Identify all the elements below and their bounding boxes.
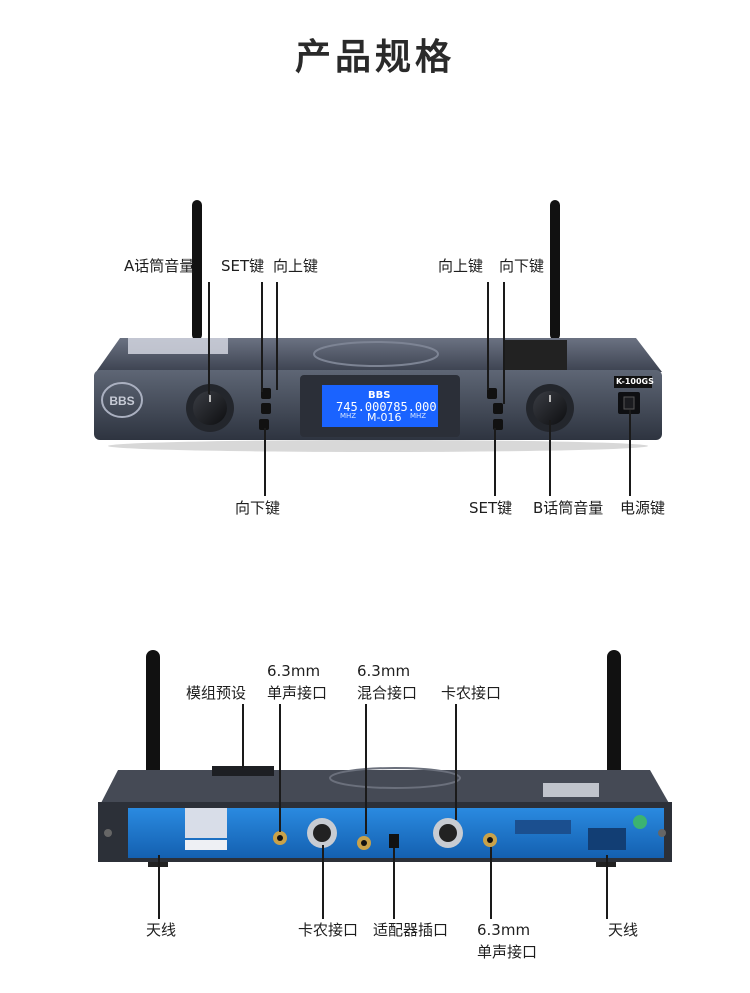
label-single-out-top-size: 6.3mm [267, 662, 321, 680]
callout-line [455, 704, 457, 820]
callout-line [393, 848, 395, 919]
label-down-left: 向下键 [235, 499, 281, 517]
label-up-left: 向上键 [273, 257, 319, 275]
label-antenna-left: 天线 [146, 921, 177, 939]
label-a-mic-volume: A话筒音量 [124, 257, 195, 275]
callout-line [549, 420, 551, 496]
label-single-out-top: 单声接口 [267, 684, 328, 702]
lcd-unit-b: MHZ [410, 412, 427, 420]
callout-line [158, 855, 160, 919]
label-xlr-top: 卡农接口 [441, 684, 502, 702]
label-up-right: 向上键 [438, 257, 484, 275]
label-down-right: 向下键 [499, 257, 545, 275]
callout-line [503, 282, 505, 404]
lcd-freq-b: 785.000 [386, 400, 437, 414]
label-set-left: SET键 [221, 257, 265, 275]
label-mix-out: 混合接口 [357, 684, 418, 702]
label-set-right: SET键 [469, 499, 513, 517]
label-power: 电源键 [620, 499, 666, 517]
callout-line [279, 704, 281, 832]
brand-logo [101, 382, 143, 418]
callout-line [606, 855, 608, 919]
lcd-unit-a: MHZ [340, 412, 357, 420]
callout-line [487, 282, 489, 390]
svg-text:BBS: BBS [109, 394, 134, 408]
dc-input [389, 834, 399, 848]
callout-line [208, 282, 210, 394]
page-title: 产品规格 [294, 37, 455, 78]
callout-line [264, 428, 266, 496]
lcd-mode: M-016 [367, 411, 402, 424]
callout-line [365, 704, 367, 834]
label-mix-out-size: 6.3mm [357, 662, 411, 680]
lcd-screen [322, 385, 438, 427]
label-antenna-right: 天线 [608, 921, 639, 939]
antenna-left-front [192, 200, 202, 340]
lcd-freq-a: 745.000 [336, 400, 387, 414]
callout-line [490, 847, 492, 919]
callout-line [242, 704, 244, 768]
label-xlr-bottom: 卡农接口 [298, 921, 359, 939]
callout-line [322, 845, 324, 919]
lcd-brand: BBS [368, 390, 391, 401]
antenna-right-front [550, 200, 560, 340]
callout-line [629, 410, 631, 496]
callout-line [261, 282, 263, 392]
callout-line [494, 428, 496, 496]
label-single-out-bottom-size: 6.3mm [477, 921, 531, 939]
label-adapter: 适配器插口 [373, 921, 449, 939]
label-b-mic-volume: B话筒音量 [533, 499, 604, 517]
model-badge: K-100GS [616, 377, 654, 386]
callout-line [276, 282, 278, 390]
label-module-preset: 模组预设 [186, 684, 247, 702]
label-single-out-bottom: 单声接口 [477, 943, 538, 961]
